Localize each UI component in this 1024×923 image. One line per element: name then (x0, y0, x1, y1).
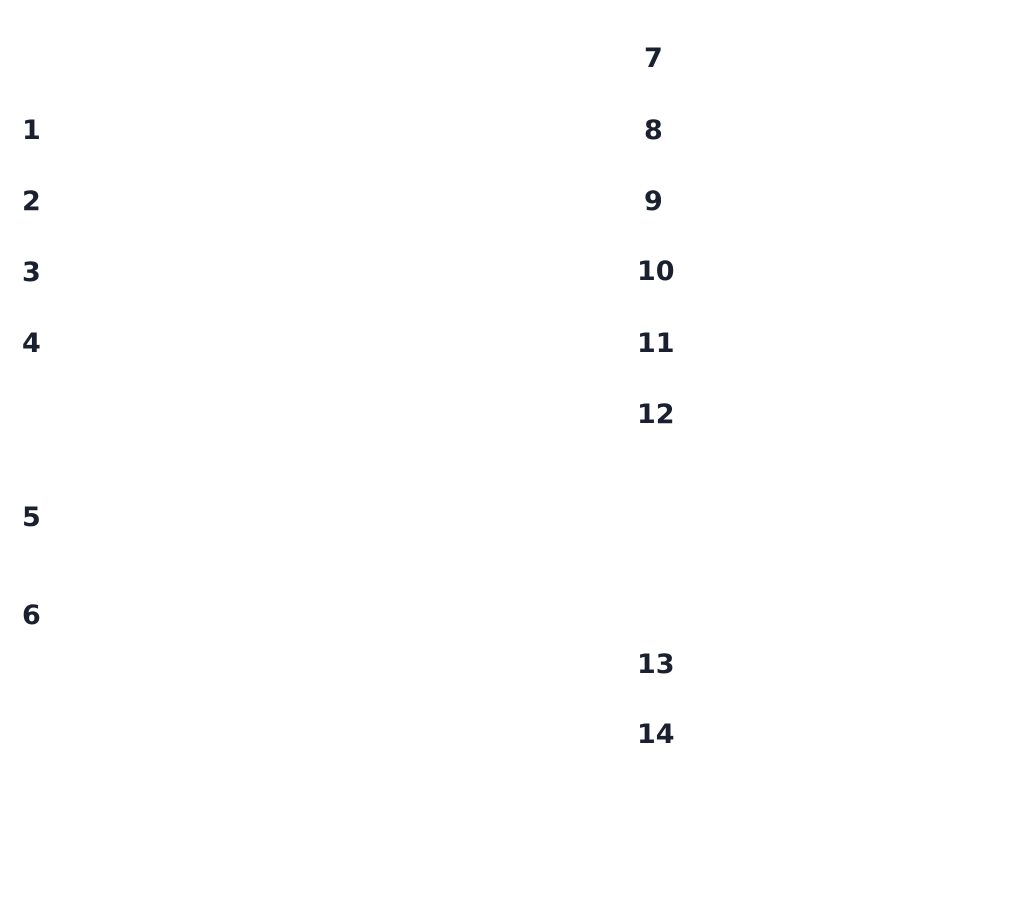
number-label-14: 14 (637, 719, 675, 750)
number-label-9: 9 (644, 186, 663, 217)
number-label-8: 8 (644, 115, 663, 146)
number-label-7: 7 (644, 43, 663, 74)
number-label-12: 12 (637, 399, 675, 430)
number-label-10: 10 (637, 256, 675, 287)
number-label-11: 11 (637, 328, 675, 359)
number-label-5: 5 (22, 502, 41, 533)
number-label-3: 3 (22, 257, 41, 288)
number-label-6: 6 (22, 600, 41, 631)
number-label-13: 13 (637, 649, 675, 680)
number-label-1: 1 (22, 115, 41, 146)
number-label-4: 4 (22, 328, 41, 359)
number-label-2: 2 (22, 186, 41, 217)
